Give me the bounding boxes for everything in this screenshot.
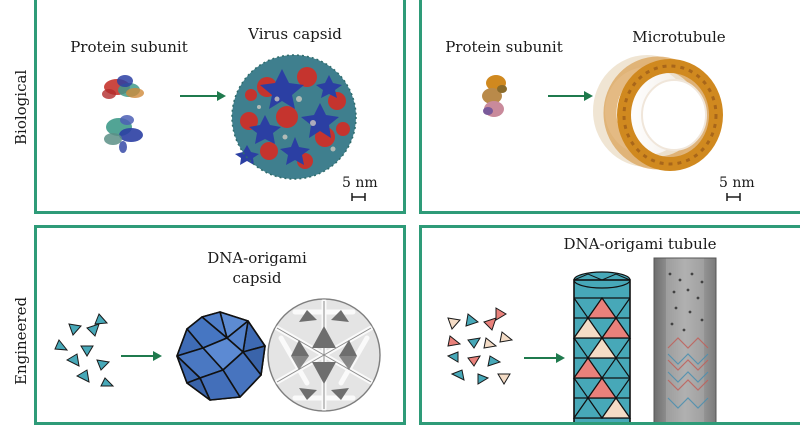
dna-origami-capsid-label-line2: capsid [232, 269, 282, 287]
arrow-icon [121, 351, 162, 361]
dna-origami-tubule-label: DNA-origami tubule [563, 235, 717, 253]
virus-capsid-illustration [102, 54, 366, 201]
arrow-icon [524, 353, 565, 363]
dna-origami-tubule-illustration [446, 257, 717, 422]
microtubule-icon [593, 55, 723, 171]
row-label-biological: Biological [12, 69, 30, 145]
triangle-subunits-icon [446, 307, 514, 385]
dna-origami-capsid-label-line1: DNA-origami [207, 249, 307, 267]
tubule-em-image-icon [653, 257, 717, 422]
panel-engineered-dna-origami-tubule: DNA-origami tubule [419, 225, 800, 425]
protein-subunit-label: Protein subunit [445, 38, 563, 56]
protein-subunit-icon [482, 75, 507, 117]
arrow-icon [548, 91, 593, 101]
virus-capsid-label: Virus capsid [248, 25, 342, 43]
scale-bar-icon [351, 193, 366, 201]
icosahedron-capsid-icon [176, 311, 266, 401]
virus-capsid-icon [231, 54, 357, 180]
dna-origami-tubule-icon [572, 271, 632, 422]
protein-subunit-icon [104, 115, 143, 153]
scale-bar-icon [726, 193, 741, 201]
microtubule-label: Microtubule [632, 28, 726, 46]
panel-biological-microtubule: Protein subunit Microtubule [419, 0, 800, 214]
arrow-icon [180, 91, 226, 101]
microtubule-illustration [482, 55, 741, 201]
scale-bar-label: 5 nm [719, 175, 755, 191]
triangle-subunits-icon [54, 313, 115, 387]
protein-subunit-icon [102, 75, 144, 99]
panel-biological-virus-capsid: Protein subunit Virus capsid [34, 0, 406, 214]
panel-engineered-dna-origami-capsid: DNA-origami capsid [34, 225, 406, 425]
protein-subunit-label: Protein subunit [70, 38, 188, 56]
scale-bar-label: 5 nm [342, 175, 378, 191]
row-label-engineered: Engineered [12, 296, 30, 385]
dna-origami-capsid-icon [267, 298, 381, 412]
dna-origami-capsid-illustration [54, 298, 381, 412]
